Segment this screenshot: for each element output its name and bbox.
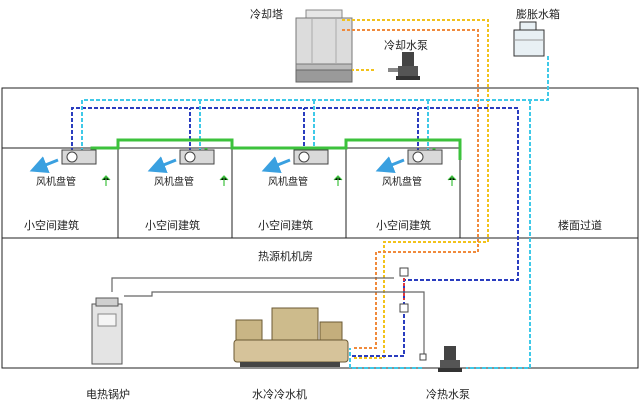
small-building-label-4: 小空间建筑 bbox=[376, 218, 431, 232]
fan-coil-3 bbox=[261, 149, 329, 174]
fan-coil-4 bbox=[375, 149, 443, 174]
small-building-label-1: 小空间建筑 bbox=[24, 218, 79, 232]
chiller-label: 水冷冷水机 bbox=[252, 387, 307, 401]
chilled-water-return bbox=[81, 56, 549, 369]
expansion-tank bbox=[513, 21, 545, 57]
corridor-label: 楼面过道 bbox=[558, 218, 602, 232]
chilled-water-supply bbox=[71, 107, 519, 357]
hot-cold-pump-label: 冷热水泵 bbox=[426, 388, 470, 401]
condenser-water-pipes bbox=[342, 19, 489, 359]
expansion-tank-label: 膨胀水箱 bbox=[516, 7, 560, 21]
plant-room-box bbox=[1, 237, 639, 369]
valves bbox=[399, 267, 427, 361]
plant-room-label: 热源机机房 bbox=[258, 249, 313, 263]
small-building-label-2: 小空间建筑 bbox=[145, 218, 200, 232]
fan-coil-label-3: 风机盘管 bbox=[268, 175, 308, 188]
water-cooled-chiller bbox=[233, 307, 349, 367]
cooling-pump bbox=[388, 52, 420, 80]
boiler-label: 电热锅炉 bbox=[86, 388, 130, 401]
return-air-arrows bbox=[101, 175, 457, 186]
fan-coil-label-2: 风机盘管 bbox=[154, 175, 194, 188]
fan-coil-label-4: 风机盘管 bbox=[382, 175, 422, 188]
fan-coil-2 bbox=[147, 149, 215, 174]
cooling-tower bbox=[295, 9, 353, 83]
fan-coil-1 bbox=[29, 149, 97, 174]
condensate-pipe bbox=[90, 138, 462, 164]
fan-coil-label-1: 风机盘管 bbox=[36, 175, 76, 188]
cooling-tower-label: 冷却塔 bbox=[250, 8, 283, 21]
hot-cold-water-pump bbox=[438, 346, 462, 372]
electric-boiler bbox=[91, 297, 123, 365]
cooling-pump-label: 冷却水泵 bbox=[384, 39, 428, 52]
boiler-pipes bbox=[111, 277, 425, 356]
small-building-label-3: 小空间建筑 bbox=[258, 218, 313, 232]
